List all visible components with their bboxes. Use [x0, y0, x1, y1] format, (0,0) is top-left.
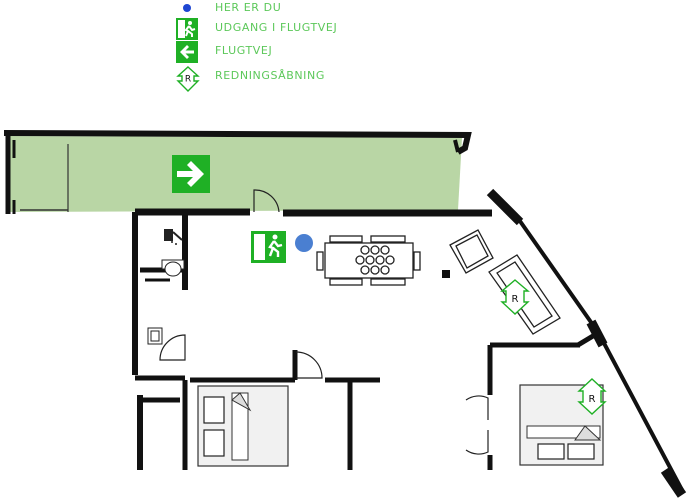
shower-icon: [164, 229, 183, 245]
rescue-opening-letter: R: [185, 75, 191, 85]
you-are-here-marker: [295, 234, 313, 252]
escape-route-arrow-icon: [176, 41, 198, 63]
bed-right: [519, 384, 604, 466]
escape-route-corridor: [3, 130, 472, 214]
legend-label: UDGANG I FLUGTVEJ: [215, 21, 338, 34]
walls: [132, 188, 687, 498]
armchair: [449, 229, 494, 274]
legend-label: HER ER DU: [215, 1, 282, 14]
legend-item-you-are-here: HER ER DU: [176, 0, 396, 20]
toilet-icon: [161, 259, 185, 277]
doors: [159, 189, 489, 455]
column: [442, 270, 450, 278]
legend-label: REDNINGSÅBNING: [215, 69, 325, 82]
rescue-opening-r-icon: R: [176, 66, 200, 92]
legend: HER ER DU UDGANG I FLUGTVEJ FLUGTVEJ R: [176, 0, 396, 92]
rescue-opening-letter: R: [512, 294, 519, 305]
escape-route-arrow-sign: [172, 155, 210, 193]
emergency-exit-running-man-icon: [176, 18, 198, 40]
rescue-opening-marker-living: R: [500, 279, 530, 315]
legend-item-escape-route: FLUGTVEJ: [176, 41, 396, 63]
legend-item-rescue-opening: R REDNINGSÅBNING: [176, 66, 396, 92]
rescue-opening-marker-bedroom: R: [577, 378, 607, 415]
emergency-exit-sign: [251, 231, 286, 263]
sink-icon: [147, 327, 163, 345]
bed-left: [197, 385, 289, 467]
legend-label: FLUGTVEJ: [215, 44, 273, 57]
dining-table: [316, 235, 421, 286]
you-are-here-dot-icon: [176, 0, 198, 20]
rescue-opening-letter: R: [589, 394, 596, 405]
legend-item-exit: UDGANG I FLUGTVEJ: [176, 18, 396, 40]
